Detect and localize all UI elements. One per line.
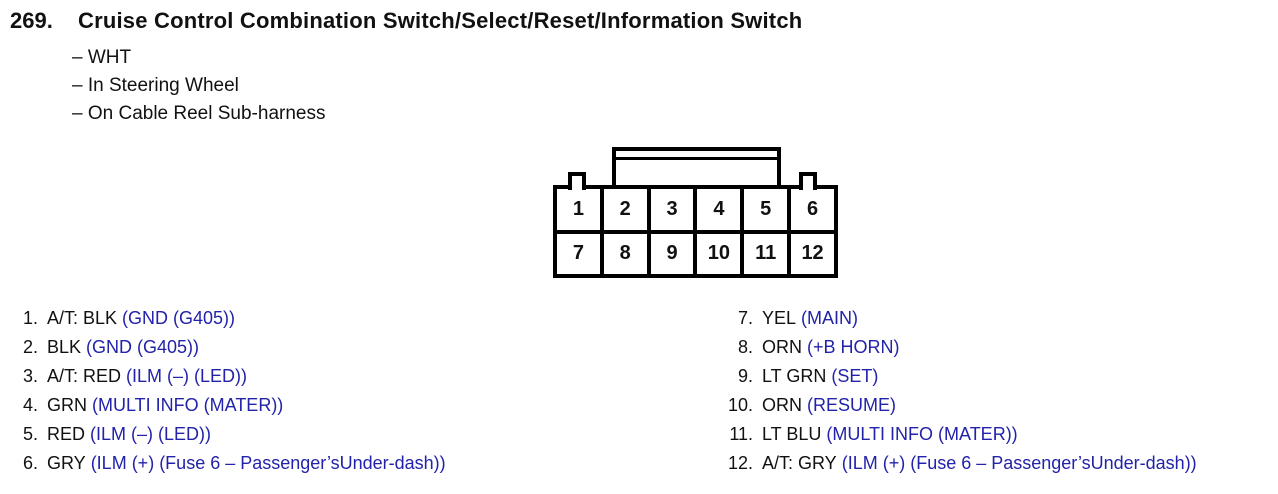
connector-latch-tab-ridge	[616, 151, 777, 160]
pin-wire-color: A/T: RED	[47, 366, 122, 386]
pin-number: 5.	[22, 424, 38, 444]
pin-signal: (ILM (+) (Fuse 6 – Passenger’sUnder-dash…	[841, 453, 1197, 473]
page-title: Cruise Control Combination Switch/Select…	[78, 8, 803, 33]
pin-signal: (RESUME)	[807, 395, 896, 415]
pin-number: 11.	[729, 424, 753, 444]
pin-number: 2.	[22, 337, 38, 357]
pin-wire-color: A/T: GRY	[762, 453, 837, 473]
pin-signal: (MULTI INFO (MATER))	[92, 395, 284, 415]
pin-cell-8: 8	[603, 233, 647, 274]
pin-wire-color: LT BLU	[762, 424, 822, 444]
pin-row-8: 8. ORN (+B HORN)	[700, 333, 1197, 362]
pin-cell-11: 11	[744, 233, 788, 274]
connector-latch-tab	[612, 147, 781, 185]
pin-number: 6.	[22, 453, 38, 473]
pin-wire-color: GRN	[47, 395, 87, 415]
attribute-location: – In Steering Wheel	[72, 75, 239, 96]
pin-wire-color: ORN	[762, 395, 802, 415]
pin-wire-color: GRY	[47, 453, 86, 473]
pin-row-7: 7. YEL (MAIN)	[700, 304, 1197, 333]
pin-number: 12.	[727, 453, 753, 473]
pin-row-11: 11. LT BLU (MULTI INFO (MATER))	[700, 420, 1197, 449]
pin-cell-6: 6	[791, 189, 834, 230]
attribute-harness: – On Cable Reel Sub-harness	[72, 103, 326, 124]
pin-cell-4: 4	[697, 189, 741, 230]
pin-cell-9: 9	[650, 233, 694, 274]
connector-diagram: 1 2 3 4 5 6 7 8 9 10 11 12	[553, 147, 838, 278]
pin-signal: (MAIN)	[801, 308, 859, 328]
pin-cell-3: 3	[650, 189, 694, 230]
pin-signal: (ILM (+) (Fuse 6 – Passenger’sUnder-dash…	[90, 453, 446, 473]
pin-number: 4.	[22, 395, 38, 415]
pin-cell-5: 5	[744, 189, 788, 230]
pin-wire-color: BLK	[47, 337, 82, 357]
pin-row-4: 4. GRN (MULTI INFO (MATER))	[0, 391, 446, 420]
pin-row-6: 6. GRY (ILM (+) (Fuse 6 – Passenger’sUnd…	[0, 449, 446, 478]
pin-number: 3.	[22, 366, 38, 386]
pin-cell-7: 7	[557, 233, 600, 274]
pin-signal: (ILM (–) (LED))	[126, 366, 248, 386]
pin-signal: (MULTI INFO (MATER))	[826, 424, 1018, 444]
pin-row-3: 3. A/T: RED (ILM (–) (LED))	[0, 362, 446, 391]
pin-list-right: 7. YEL (MAIN) 8. ORN (+B HORN) 9. LT GRN…	[700, 304, 1197, 478]
pin-cell-10: 10	[697, 233, 741, 274]
pin-wire-color: YEL	[762, 308, 797, 328]
pin-wire-color: LT GRN	[762, 366, 827, 386]
pin-row-5: 5. RED (ILM (–) (LED))	[0, 420, 446, 449]
pin-row-1: 1. A/T: BLK (GND (G405))	[0, 304, 446, 333]
pin-signal: (SET)	[831, 366, 879, 386]
pin-signal: (ILM (–) (LED))	[90, 424, 212, 444]
connector-bump-left	[568, 172, 586, 190]
pin-wire-color: RED	[47, 424, 86, 444]
pin-wire-color: ORN	[762, 337, 802, 357]
section-number: 269.	[10, 8, 53, 33]
attribute-color: – WHT	[72, 47, 132, 68]
pin-signal: (GND (G405))	[86, 337, 200, 357]
pin-number: 7.	[737, 308, 753, 328]
pin-cell-1: 1	[557, 189, 600, 230]
pin-cell-2: 2	[603, 189, 647, 230]
pin-number: 9.	[737, 366, 753, 386]
pin-list-left: 1. A/T: BLK (GND (G405)) 2. BLK (GND (G4…	[0, 304, 446, 478]
pin-signal: (GND (G405))	[122, 308, 236, 328]
connector-pin-grid: 1 2 3 4 5 6 7 8 9 10 11 12	[553, 185, 838, 278]
pin-number: 1.	[22, 308, 38, 328]
pin-row-10: 10. ORN (RESUME)	[700, 391, 1197, 420]
connector-attributes: – WHT – In Steering Wheel – On Cable Ree…	[72, 44, 325, 128]
pin-wire-color: A/T: BLK	[47, 308, 118, 328]
pin-row-9: 9. LT GRN (SET)	[700, 362, 1197, 391]
pin-row-12: 12. A/T: GRY (ILM (+) (Fuse 6 – Passenge…	[700, 449, 1197, 478]
pin-number: 10.	[727, 395, 753, 415]
section-header: 269. Cruise Control Combination Switch/S…	[10, 8, 802, 34]
pin-row-2: 2. BLK (GND (G405))	[0, 333, 446, 362]
connector-bump-right	[799, 172, 817, 190]
pin-cell-12: 12	[791, 233, 834, 274]
pin-number: 8.	[737, 337, 753, 357]
pin-signal: (+B HORN)	[807, 337, 900, 357]
